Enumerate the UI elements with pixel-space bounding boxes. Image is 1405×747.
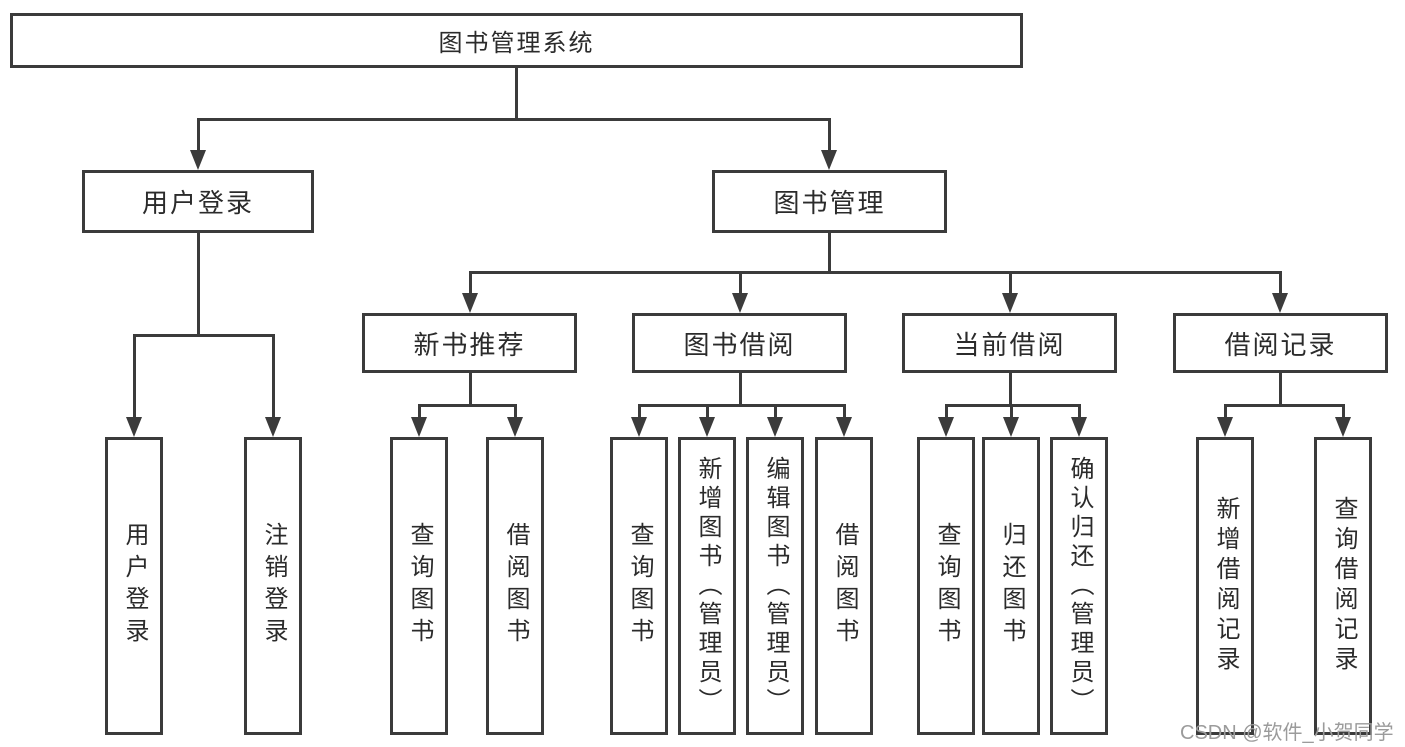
connector-line — [739, 271, 742, 295]
node-user-login: 用户登录 — [82, 170, 314, 233]
connector-line — [133, 334, 275, 337]
arrow-down-icon — [1003, 417, 1019, 437]
node-current-borrowing: 当前借阅 — [902, 313, 1117, 373]
arrow-down-icon — [126, 417, 142, 437]
connector-line — [418, 404, 517, 407]
arrow-down-icon — [1335, 417, 1351, 437]
connector-line — [945, 404, 948, 419]
arrow-down-icon — [631, 417, 647, 437]
arrow-down-icon — [1272, 293, 1288, 313]
leaf-recommend-query-books: 查询图书 — [390, 437, 448, 735]
connector-line — [197, 118, 831, 121]
connector-line — [514, 404, 517, 419]
connector-line — [418, 404, 421, 419]
connector-line — [197, 118, 200, 152]
node-library-management-system: 图书管理系统 — [10, 13, 1023, 68]
connector-line — [469, 373, 472, 406]
leaf-current-return-books: 归还图书 — [982, 437, 1040, 735]
arrow-down-icon — [821, 150, 837, 170]
arrow-down-icon — [767, 417, 783, 437]
connector-line — [828, 233, 831, 273]
connector-line — [272, 334, 275, 419]
leaf-logout-login: 注销登录 — [244, 437, 302, 735]
arrow-down-icon — [1071, 417, 1087, 437]
leaf-borrowing-edit-books-admin: 编辑图书（管理员） — [746, 437, 804, 735]
connector-line — [469, 271, 1282, 274]
connector-line — [1009, 271, 1012, 295]
connector-line — [1009, 373, 1012, 406]
connector-line — [133, 334, 136, 419]
connector-line — [1342, 404, 1345, 419]
arrow-down-icon — [836, 417, 852, 437]
connector-line — [843, 404, 846, 419]
arrow-down-icon — [699, 417, 715, 437]
node-borrow-records: 借阅记录 — [1173, 313, 1388, 373]
connector-line — [1279, 271, 1282, 295]
connector-line — [469, 271, 472, 295]
arrow-down-icon — [732, 293, 748, 313]
node-new-book-recommend: 新书推荐 — [362, 313, 577, 373]
node-book-management: 图书管理 — [712, 170, 947, 233]
leaf-records-add-borrow-record: 新增借阅记录 — [1196, 437, 1254, 735]
arrow-down-icon — [507, 417, 523, 437]
connector-line — [197, 233, 200, 336]
leaf-current-query-books: 查询图书 — [917, 437, 975, 735]
arrow-down-icon — [190, 150, 206, 170]
connector-line — [1010, 404, 1013, 419]
arrow-down-icon — [462, 293, 478, 313]
connector-line — [1078, 404, 1081, 419]
connector-line — [515, 68, 518, 120]
arrow-down-icon — [411, 417, 427, 437]
leaf-user-login: 用户登录 — [105, 437, 163, 735]
leaf-borrowing-query-books: 查询图书 — [610, 437, 668, 735]
connector-line — [638, 404, 641, 419]
connector-line — [1279, 373, 1282, 406]
arrow-down-icon — [1002, 293, 1018, 313]
connector-line — [945, 404, 1081, 407]
connector-line — [774, 404, 777, 419]
connector-line — [638, 404, 846, 407]
leaf-current-confirm-return-admin: 确认归还（管理员） — [1050, 437, 1108, 735]
csdn-watermark: CSDN @软件_小贺同学 — [1180, 722, 1394, 744]
connector-line — [1224, 404, 1227, 419]
connector-line — [739, 373, 742, 406]
connector-line — [1224, 404, 1345, 407]
leaf-borrowing-borrow-books: 借阅图书 — [815, 437, 873, 735]
arrow-down-icon — [1217, 417, 1233, 437]
leaf-recommend-borrow-books: 借阅图书 — [486, 437, 544, 735]
node-book-borrowing: 图书借阅 — [632, 313, 847, 373]
connector-line — [706, 404, 709, 419]
arrow-down-icon — [938, 417, 954, 437]
leaf-borrowing-add-books-admin: 新增图书（管理员） — [678, 437, 736, 735]
arrow-down-icon — [265, 417, 281, 437]
connector-line — [828, 118, 831, 152]
leaf-records-query-borrow-record: 查询借阅记录 — [1314, 437, 1372, 735]
